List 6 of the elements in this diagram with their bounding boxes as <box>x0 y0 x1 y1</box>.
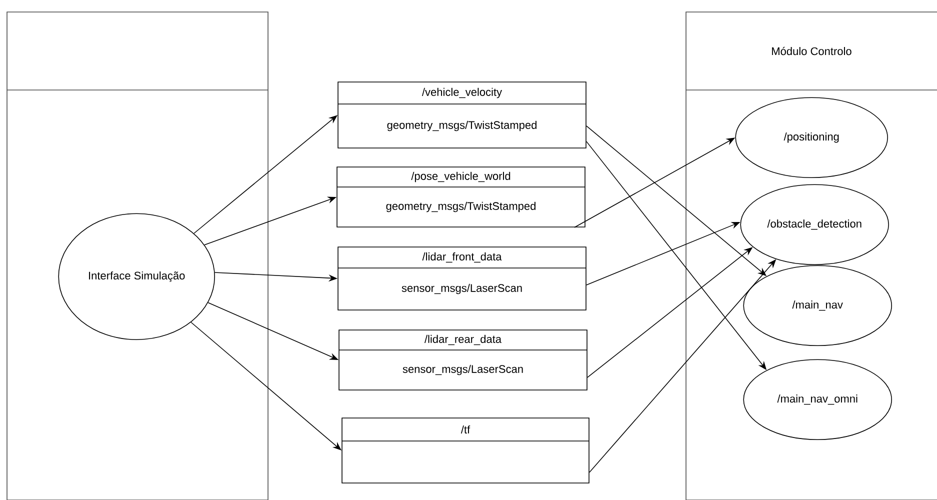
panel <box>6 12 268 500</box>
topic-box: /lidar_front_data sensor_msgs/LaserScan <box>338 246 586 310</box>
topic-box: /vehicle_velocity geometry_msgs/TwistStamped <box>338 82 586 148</box>
topic-box: /pose_vehicle_world geometry_msgs/TwistStamped <box>336 166 586 228</box>
topic-box: /tf <box>342 418 590 484</box>
topic-box: /lidar_rear_data sensor_msgs/LaserScan <box>338 330 588 390</box>
